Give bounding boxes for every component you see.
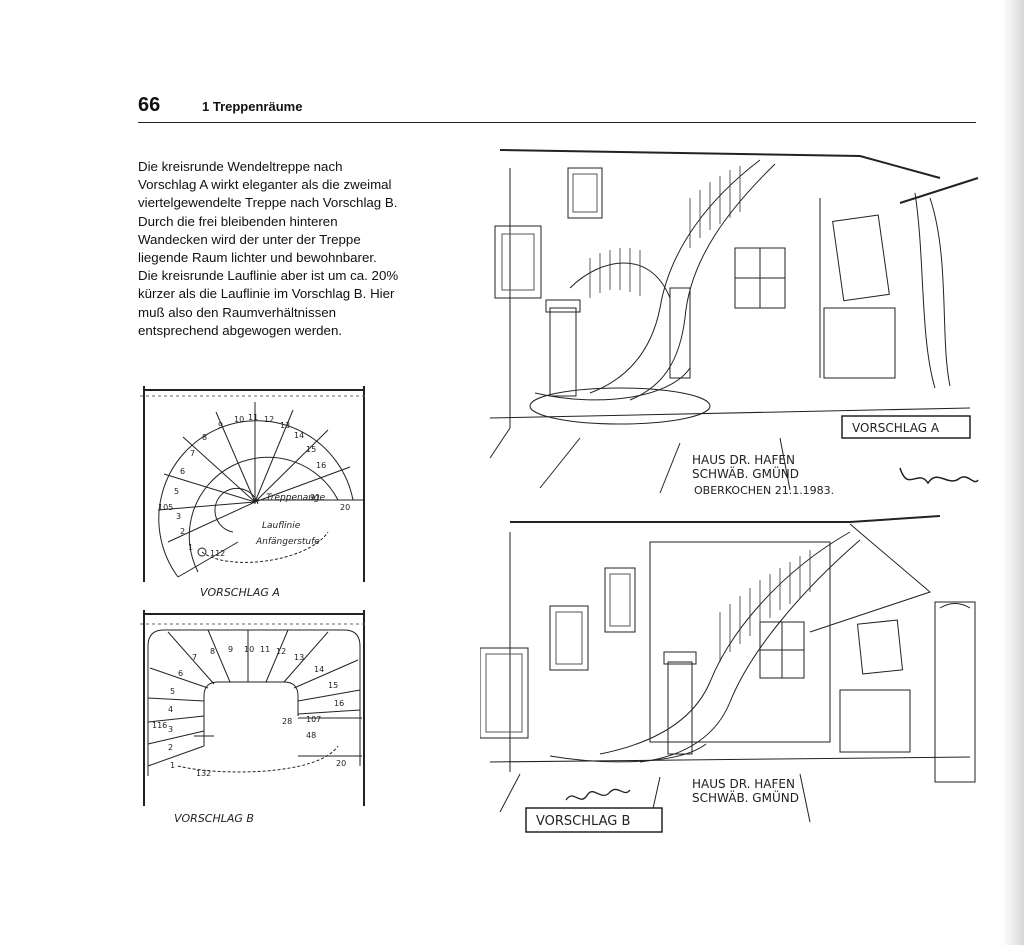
- page-header: 66 1 Treppenräume: [138, 94, 976, 122]
- plan-a-label: VORSCHLAG A: [200, 586, 280, 599]
- sketch-b-caption: HAUS DR. HAFEN: [692, 777, 795, 791]
- plan-b-step: 5: [170, 687, 175, 696]
- plan-a-step: 10: [234, 415, 244, 424]
- plan-a-annotation: Treppenauge: [266, 493, 326, 503]
- plan-b-step: 16: [334, 699, 344, 708]
- plan-a-step: 13: [280, 421, 290, 430]
- plan-a-annotation: Anfängerstufe: [255, 537, 320, 547]
- plan-a-step: 3: [176, 512, 181, 521]
- plan-b-step: 14: [314, 665, 324, 674]
- plan-b-label: VORSCHLAG B: [174, 812, 254, 825]
- plan-b-step: 4: [168, 705, 173, 714]
- plan-b-dim: 20: [336, 759, 346, 768]
- plan-b-dim: 28: [282, 717, 292, 726]
- plan-b-step: 12: [276, 647, 286, 656]
- page-gutter-shadow: [1002, 0, 1024, 945]
- header-rule: [138, 122, 976, 123]
- plan-b-step: 3: [168, 725, 173, 734]
- plan-b-step: 2: [168, 743, 173, 752]
- plan-b-dim: 116: [152, 721, 167, 730]
- artist-signature: [899, 467, 979, 485]
- perspective-sketch-a: VORSCHLAG A HAUS DR. HAFEN SCHWÄB. GMÜND…: [489, 149, 979, 497]
- plan-b-step: 10: [244, 645, 254, 654]
- plan-b-step: 1: [170, 761, 175, 770]
- plan-a-dim: 105: [158, 503, 173, 512]
- body-paragraph: Die kreisrunde Wendeltreppe nach Vorschl…: [138, 159, 399, 338]
- sketch-a-caption: OBERKOCHEN 21.1.1983.: [694, 484, 834, 497]
- plan-a-step: 5: [174, 487, 179, 496]
- sketch-b-label: VORSCHLAG B: [536, 814, 630, 829]
- plan-b-step: 13: [294, 653, 304, 662]
- plan-a-dim: 20: [340, 503, 350, 512]
- sketch-a-label: VORSCHLAG A: [852, 421, 940, 435]
- plan-a-step: 7: [190, 449, 195, 458]
- perspective-sketch-b: VORSCHLAG B HAUS DR. HAFEN SCHWÄB. GMÜND: [480, 515, 976, 833]
- sketch-b-caption: SCHWÄB. GMÜND: [692, 789, 799, 805]
- floor-plan-a: 105 112 91 20 1 2 3 5 6 7 8 9 10 11 12 1…: [140, 386, 368, 599]
- plan-b-step: 7: [192, 653, 197, 662]
- floor-plan-b: 116 132 107 48 28 20 1 2 3 4 5 6 7 8 9 1…: [140, 610, 368, 825]
- plan-a-step: 8: [202, 433, 207, 442]
- plan-b-step: 6: [178, 669, 183, 678]
- plan-a-step: 14: [294, 431, 304, 440]
- plan-a-dim: 112: [210, 549, 225, 558]
- plan-a-step: 15: [306, 445, 316, 454]
- plan-a-step: 12: [264, 415, 274, 424]
- plan-b-dim: 107: [306, 715, 321, 724]
- plan-a-step: 6: [180, 467, 185, 476]
- plan-a-annotation: Lauflinie: [262, 521, 301, 531]
- plan-a-step: 9: [218, 421, 223, 430]
- sketch-a-caption: SCHWÄB. GMÜND: [692, 465, 799, 481]
- plan-a-step: 11: [248, 413, 258, 422]
- plan-a-step: 2: [180, 527, 185, 536]
- sketch-a-caption: HAUS DR. HAFEN: [692, 453, 795, 467]
- plan-a-dim: 91: [310, 493, 320, 502]
- chapter-title: 1 Treppenräume: [202, 99, 303, 114]
- plan-b-step: 15: [328, 681, 338, 690]
- plan-a-step: 1: [188, 543, 193, 552]
- plan-b-dim: 48: [306, 731, 316, 740]
- plan-b-dim: 132: [196, 769, 211, 778]
- page-number: 66: [138, 94, 161, 116]
- artist-signature: [565, 788, 631, 801]
- plan-b-step: 8: [210, 647, 215, 656]
- plan-b-step: 9: [228, 645, 233, 654]
- plan-b-step: 11: [260, 645, 270, 654]
- plan-a-step: 16: [316, 461, 326, 470]
